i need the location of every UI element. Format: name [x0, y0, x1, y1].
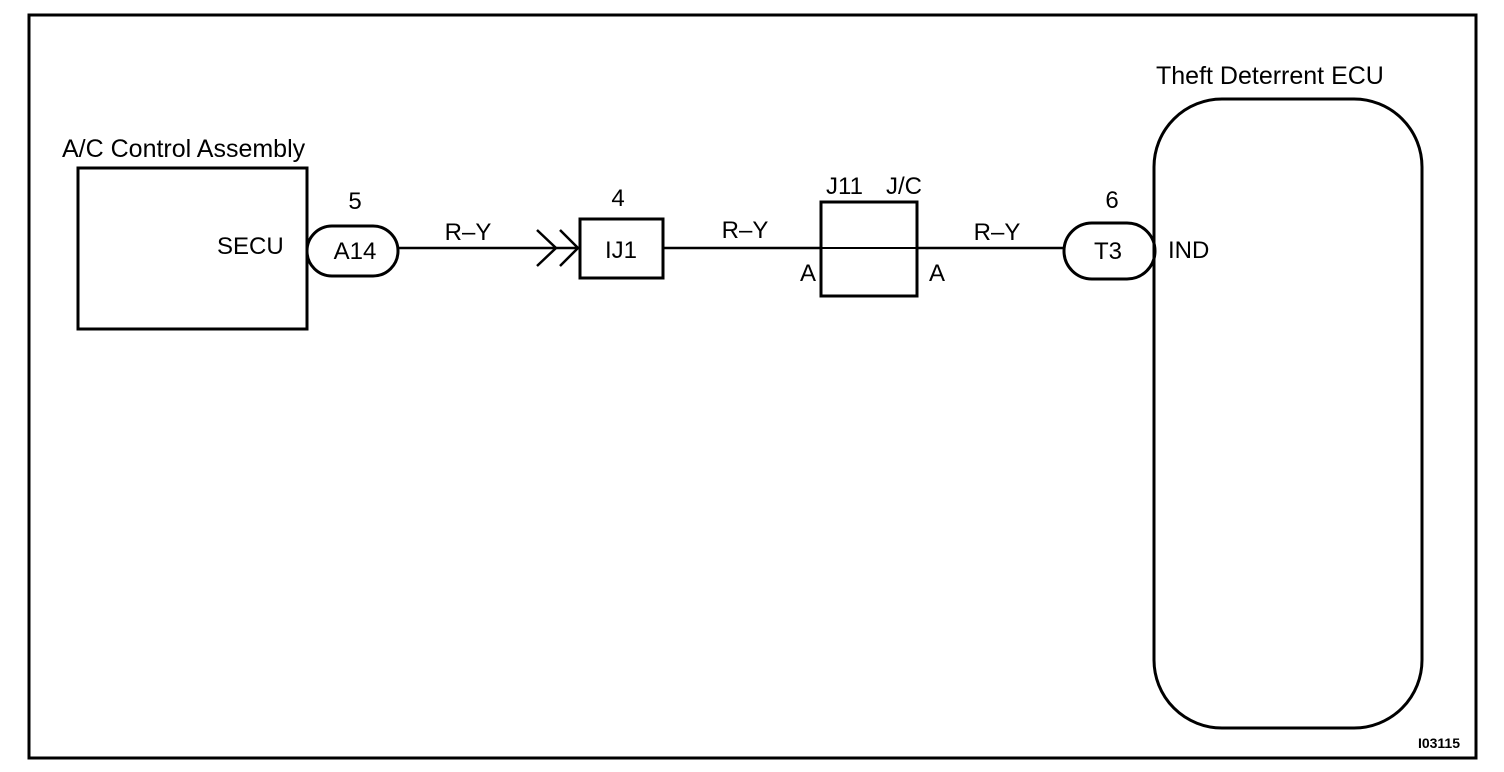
wire-color-label-2: R–Y [722, 217, 769, 244]
connector-a14-label: A14 [334, 238, 377, 265]
diagram-frame [27, 13, 1478, 760]
plug-chevron-outer [536, 229, 558, 267]
secu-pin-label: SECU [217, 233, 284, 260]
connector-t3-label: T3 [1094, 238, 1122, 265]
a14-pin-number: 5 [348, 188, 361, 215]
j11-right-terminal: A [929, 260, 945, 287]
j11-left-terminal: A [800, 260, 816, 287]
theft-deterrent-ecu-box [1152, 97, 1424, 730]
figure-code: I03115 [1418, 735, 1460, 751]
theft-deterrent-ecu-title: Theft Deterrent ECU [1156, 62, 1384, 90]
j11-type-label: J/C [886, 173, 922, 200]
wire-color-label-1: R–Y [445, 219, 492, 246]
ac-control-assembly-title: A/C Control Assembly [62, 135, 306, 163]
wire-color-label-3: R–Y [974, 219, 1021, 246]
ind-pin-label: IND [1168, 237, 1209, 264]
connector-ij1-label: IJ1 [605, 237, 637, 264]
j11-id-label: J11 [826, 173, 863, 200]
connector-a14 [305, 224, 400, 278]
ij1-pin-number: 4 [611, 185, 624, 212]
plug-chevron-inner [559, 229, 580, 267]
t3-pin-number: 6 [1105, 187, 1118, 214]
